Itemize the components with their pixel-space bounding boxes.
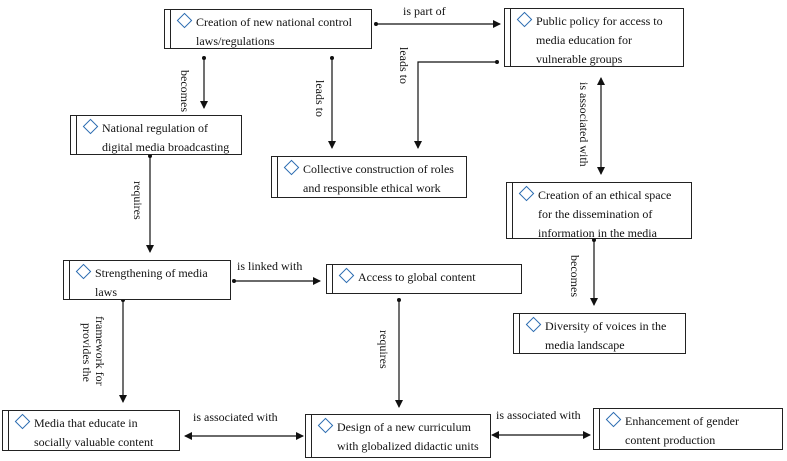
edge-label-becomes-2: becomes: [568, 255, 582, 297]
edge-label-provides-2: framework for: [93, 316, 107, 386]
node-diamond-icon: [518, 185, 535, 202]
edge-is-associated-with-ethical: is associated with: [577, 77, 605, 175]
node-label: Diversity of voices in the media landsca…: [545, 319, 667, 352]
node-label: Media that educate in socially valuable …: [34, 416, 154, 449]
node-diamond-icon: [516, 11, 533, 28]
edge-requires-media-laws: requires: [131, 154, 154, 253]
node-diamond-icon: [317, 417, 334, 434]
node-label: Strengthening of media laws: [95, 266, 208, 299]
edge-is-associated-with-gender: is associated with: [491, 408, 591, 439]
node-diamond-icon: [75, 263, 92, 280]
node-label: Access to global content: [358, 270, 476, 284]
edge-label-is-associated-with-3: is associated with: [496, 408, 581, 422]
node-label: Collective construction of roles and res…: [303, 162, 454, 195]
edge-label-requires-1: requires: [131, 181, 145, 220]
edge-becomes-diversity: becomes: [568, 238, 598, 306]
node-diamond-icon: [14, 413, 31, 430]
edge-is-part-of: is part of: [374, 4, 501, 28]
node-label: Creation of an ethical space for the dis…: [538, 188, 672, 240]
node-label: Creation of new national control laws/re…: [196, 15, 352, 48]
edge-is-linked-with: is linked with: [232, 259, 321, 285]
edge-leads-to-collective-1: leads to: [313, 56, 336, 149]
edge-label-provides-1: provides the: [80, 323, 94, 382]
edge-label-is-associated-with-2: is associated with: [193, 410, 278, 424]
node-label: National regulation of digital media bro…: [102, 121, 230, 154]
node-media-that-educate[interactable]: Media that educate in socially valuable …: [2, 410, 180, 451]
node-ethical-space[interactable]: Creation of an ethical space for the dis…: [506, 182, 692, 240]
node-diamond-icon: [525, 316, 542, 333]
node-diamond-icon: [82, 118, 99, 135]
edge-label-is-linked-with: is linked with: [237, 259, 302, 273]
node-label: Enhancement of gender content production: [625, 414, 739, 447]
node-label: Design of a new curriculum with globaliz…: [337, 420, 479, 453]
edge-label-leads-to-2: leads to: [397, 47, 411, 84]
node-collective-construction[interactable]: Collective construction of roles and res…: [271, 156, 467, 198]
node-diversity-of-voices[interactable]: Diversity of voices in the media landsca…: [513, 313, 686, 354]
node-diamond-icon: [605, 411, 622, 428]
node-public-policy[interactable]: Public policy for access to media educat…: [504, 8, 684, 67]
node-access-global-content[interactable]: Access to global content: [326, 264, 522, 294]
edge-label-is-part-of: is part of: [403, 4, 446, 18]
node-national-control-laws[interactable]: Creation of new national control laws/re…: [164, 9, 372, 49]
edge-becomes-regulation: becomes: [178, 56, 208, 112]
node-gender-content[interactable]: Enhancement of gender content production: [593, 408, 783, 450]
edge-requires-curriculum: requires: [377, 298, 403, 408]
edge-leads-to-collective-2: leads to: [397, 47, 499, 149]
node-label: Public policy for access to media educat…: [536, 14, 663, 66]
node-national-regulation[interactable]: National regulation of digital media bro…: [70, 115, 242, 155]
edge-label-leads-to-1: leads to: [313, 80, 327, 117]
edge-is-associated-with-curriculum: is associated with: [184, 410, 304, 440]
edge-label-becomes-1: becomes: [178, 70, 192, 112]
node-new-curriculum[interactable]: Design of a new curriculum with globaliz…: [305, 414, 491, 458]
node-diamond-icon: [338, 267, 355, 284]
edge-label-is-associated-with-1: is associated with: [577, 82, 591, 167]
node-diamond-icon: [176, 12, 193, 29]
edge-provides-framework: provides the framework for: [80, 298, 127, 403]
edge-label-requires-2: requires: [377, 330, 391, 369]
node-diamond-icon: [283, 159, 300, 176]
node-strengthening-media-laws[interactable]: Strengthening of media laws: [63, 260, 231, 300]
